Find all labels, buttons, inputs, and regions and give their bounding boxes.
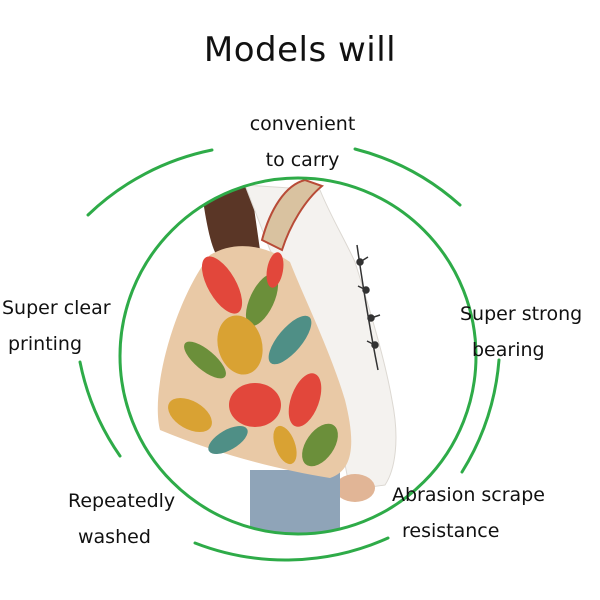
ring-arc-top-left — [86, 148, 214, 217]
feature-repeatedly-washed: Repeatedly washed — [68, 483, 193, 555]
feature-line: Abrasion scrape — [392, 484, 545, 506]
inner-ring — [118, 176, 478, 536]
ring-arc-top-right — [353, 147, 462, 207]
page-title: Models will — [203, 30, 397, 70]
hand — [335, 474, 375, 502]
outer-ring — [78, 147, 501, 562]
feature-line: Super clear — [2, 297, 111, 319]
feature-super-clear-printing: Super clear printing — [2, 290, 122, 362]
feature-line: bearing — [472, 339, 545, 361]
product-photo — [120, 178, 476, 534]
feature-convenient-to-carry: convenient to carry — [230, 106, 375, 178]
bag-strap — [260, 178, 325, 252]
ring-arc-left — [78, 360, 122, 458]
jeans — [250, 470, 340, 534]
feature-line: convenient — [249, 113, 356, 135]
feature-line: washed — [78, 526, 151, 548]
ring-arc-right — [460, 358, 501, 474]
feature-line: resistance — [402, 520, 500, 542]
feature-line: printing — [8, 333, 83, 355]
sleeve-embroidery — [356, 244, 381, 371]
feature-line: Repeatedly — [68, 490, 176, 512]
feature-line: Super strong — [460, 303, 583, 325]
leaf-pattern — [168, 252, 338, 467]
feature-abrasion-scrape-resistance: Abrasion scrape resistance — [392, 477, 572, 549]
ring-arc-bottom — [193, 536, 390, 562]
feature-line: to carry — [265, 149, 340, 171]
feature-super-strong-bearing: Super strong bearing — [460, 296, 600, 368]
